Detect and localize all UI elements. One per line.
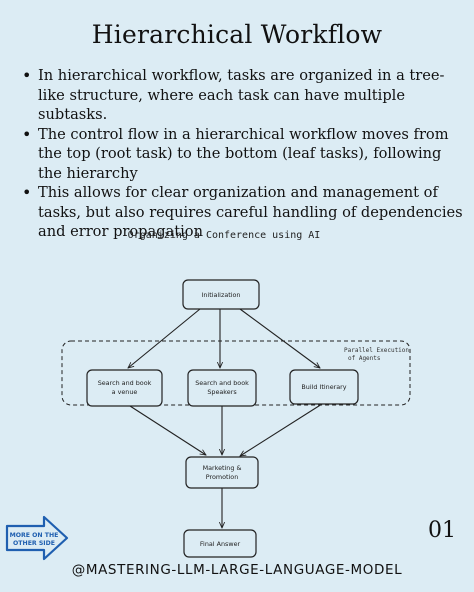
account-handle[interactable]: @MASTERING-LLM-LARGE-LANGUAGE-MODEL bbox=[71, 562, 403, 578]
edge-init-itinerary bbox=[239, 308, 320, 368]
edges bbox=[128, 308, 323, 528]
node-final: Final Answer bbox=[183, 529, 257, 558]
group-label-line1: Parallel Execution bbox=[344, 347, 409, 354]
node-speakers: Search and book Speakers bbox=[187, 369, 257, 407]
group-label-line2: of Agents bbox=[348, 355, 381, 362]
arrow-icon bbox=[5, 515, 69, 561]
node-label: a venue bbox=[112, 388, 138, 396]
node-marketing: Marketing & Promotion bbox=[185, 456, 259, 489]
badge-line2: OTHER SIDE bbox=[13, 540, 55, 547]
node-label: Promotion bbox=[206, 473, 239, 481]
edge-venue-marketing bbox=[129, 405, 206, 455]
page-title: Hierarchical Workflow bbox=[91, 20, 383, 49]
bullet-item: This allows for clear organization and m… bbox=[20, 183, 464, 242]
more-on-other-side-badge[interactable]: MORE ON THE OTHER SIDE bbox=[4, 514, 70, 562]
page-number: 01 bbox=[428, 518, 456, 543]
node-itinerary: Build Itinerary bbox=[289, 369, 359, 405]
node-label: Final Answer bbox=[200, 540, 241, 548]
node-label: Speakers bbox=[207, 388, 237, 396]
node-label: Marketing & bbox=[203, 464, 242, 472]
node-label: Initialization bbox=[202, 291, 241, 299]
node-label: Search and book bbox=[195, 379, 249, 387]
bullet-item: In hierarchical workflow, tasks are orga… bbox=[20, 66, 464, 125]
edge-init-venue bbox=[128, 308, 201, 368]
badge-line1: MORE ON THE bbox=[10, 532, 59, 539]
node-initialization: Initialization bbox=[182, 279, 260, 310]
node-venue: Search and book a venue bbox=[86, 369, 163, 407]
edge-itinerary-marketing bbox=[240, 403, 323, 456]
node-label: Build Itinerary bbox=[301, 383, 346, 391]
node-label: Search and book bbox=[98, 379, 152, 387]
bullet-list: In hierarchical workflow, tasks are orga… bbox=[20, 66, 464, 242]
bullet-item: The control flow in a hierarchical workf… bbox=[20, 125, 464, 184]
diagram-caption: Organizing a Conference using AI bbox=[128, 230, 321, 241]
